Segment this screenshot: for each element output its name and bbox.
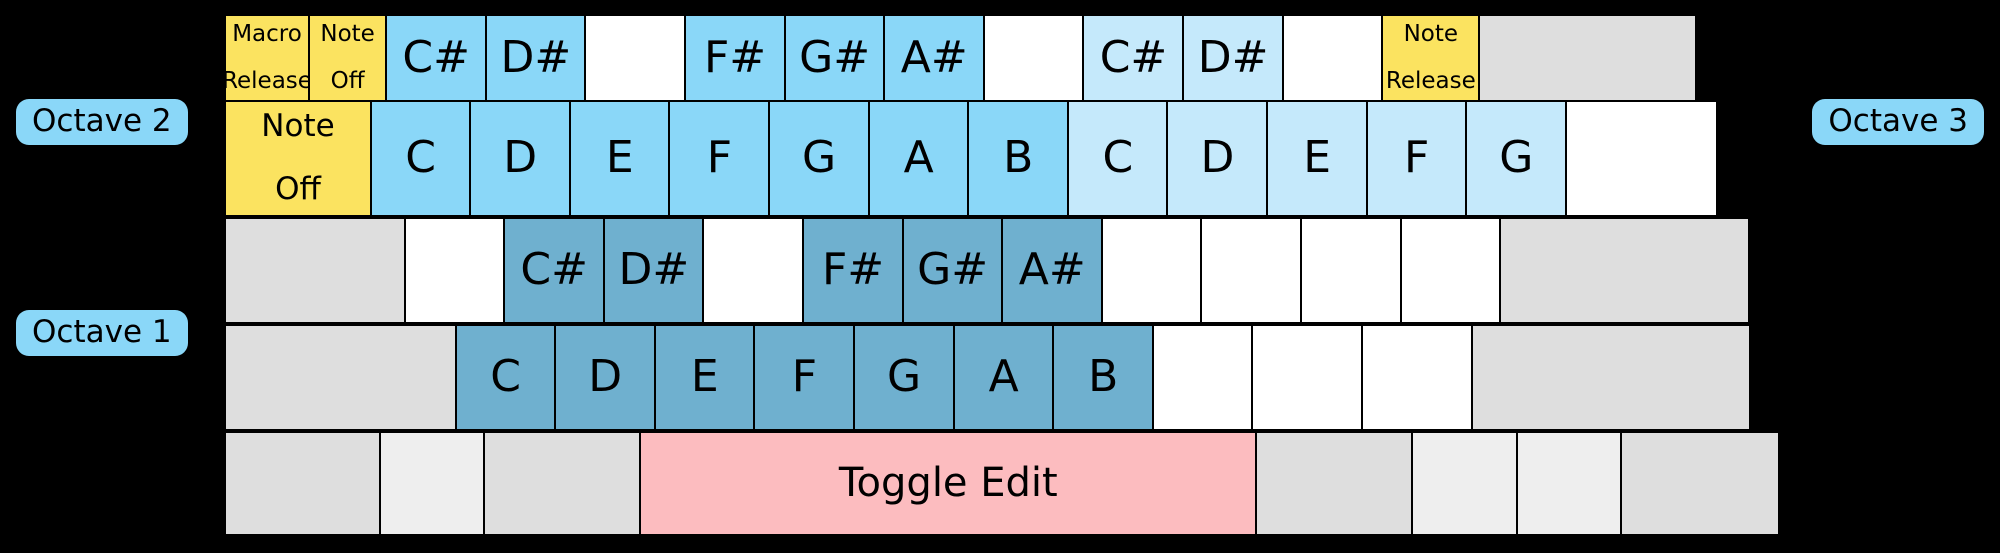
key-blank-0-13 xyxy=(1477,14,1697,102)
key-g-1-5[interactable]: G xyxy=(768,99,871,217)
key-f-sharp-0-5[interactable]: F# xyxy=(684,14,787,102)
key-e-1-10[interactable]: E xyxy=(1266,99,1369,217)
key-a-3-6[interactable]: A xyxy=(952,323,1055,431)
key-c-1-8[interactable]: C xyxy=(1066,99,1169,217)
key-blank-4-7 xyxy=(1620,430,1781,536)
key-blank-3-9 xyxy=(1251,323,1364,431)
key-blank-2-9 xyxy=(1200,216,1303,324)
key-d-sharp-0-3[interactable]: D# xyxy=(484,14,587,102)
key-c-3-1[interactable]: C xyxy=(454,323,557,431)
key-g-1-12[interactable]: G xyxy=(1465,99,1568,217)
key-e-1-3[interactable]: E xyxy=(568,99,671,217)
key-blank-2-1 xyxy=(403,216,506,324)
key-f-3-4[interactable]: F xyxy=(753,323,856,431)
key-blank-3-0 xyxy=(224,323,457,431)
key-c-1-1[interactable]: C xyxy=(369,99,472,217)
octave-3-label: Octave 3 xyxy=(1812,99,1984,146)
key-a-sharp-0-7[interactable]: A# xyxy=(883,14,986,102)
key-a-1-6[interactable]: A xyxy=(867,99,970,217)
key-blank-3-8 xyxy=(1151,323,1254,431)
keyboard-row-home-row: C#D# F#G#A# xyxy=(224,216,1775,326)
key-blank-4-4 xyxy=(1255,430,1414,536)
key-d-sharp-2-3[interactable]: D# xyxy=(602,216,705,324)
key-blank-2-11 xyxy=(1399,216,1502,324)
key-blank-2-0 xyxy=(224,216,406,324)
key-f-sharp-2-5[interactable]: F# xyxy=(802,216,905,324)
octave-1-label: Octave 1 xyxy=(16,310,188,357)
key-blank-2-10 xyxy=(1300,216,1403,324)
key-g-sharp-0-6[interactable]: G# xyxy=(783,14,886,102)
key-c-sharp-0-2[interactable]: C# xyxy=(385,14,488,102)
key-blank-4-6 xyxy=(1515,430,1623,536)
key-c-sharp-0-9[interactable]: C# xyxy=(1082,14,1185,102)
key-c-sharp-2-2[interactable]: C# xyxy=(503,216,606,324)
key-b-3-7[interactable]: B xyxy=(1052,323,1155,431)
key-f-1-4[interactable]: F xyxy=(668,99,771,217)
key-blank-2-4 xyxy=(702,216,805,324)
key-blank-0-4 xyxy=(584,14,687,102)
keyboard-row-modifier-row: Toggle Edit xyxy=(224,430,1781,538)
key-d-1-9[interactable]: D xyxy=(1166,99,1269,217)
key-a-sharp-2-7[interactable]: A# xyxy=(1001,216,1104,324)
key-g-sharp-2-6[interactable]: G# xyxy=(901,216,1004,324)
key-toggle-edit-4-3[interactable]: Toggle Edit xyxy=(638,430,1258,536)
key-d-sharp-0-10[interactable]: D# xyxy=(1182,14,1285,102)
key-d-3-2[interactable]: D xyxy=(554,323,657,431)
key-blank-4-0 xyxy=(224,430,381,536)
key-blank-0-11 xyxy=(1281,14,1384,102)
key-blank-3-11 xyxy=(1470,323,1751,431)
key-f-1-11[interactable]: F xyxy=(1365,99,1468,217)
key-blank-4-1 xyxy=(378,430,486,536)
key-blank-4-5 xyxy=(1411,430,1519,536)
key-d-1-2[interactable]: D xyxy=(469,99,572,217)
octave-2-label: Octave 2 xyxy=(16,99,188,146)
key-blank-2-12 xyxy=(1499,216,1751,324)
key-blank-0-8 xyxy=(982,14,1085,102)
key-blank-3-10 xyxy=(1361,323,1474,431)
key-blank-4-2 xyxy=(483,430,642,536)
key-b-1-7[interactable]: B xyxy=(967,99,1070,217)
key-g-3-5[interactable]: G xyxy=(853,323,956,431)
key-e-3-3[interactable]: E xyxy=(653,323,756,431)
key-blank-2-8 xyxy=(1100,216,1203,324)
key-blank-1-13 xyxy=(1564,99,1718,217)
